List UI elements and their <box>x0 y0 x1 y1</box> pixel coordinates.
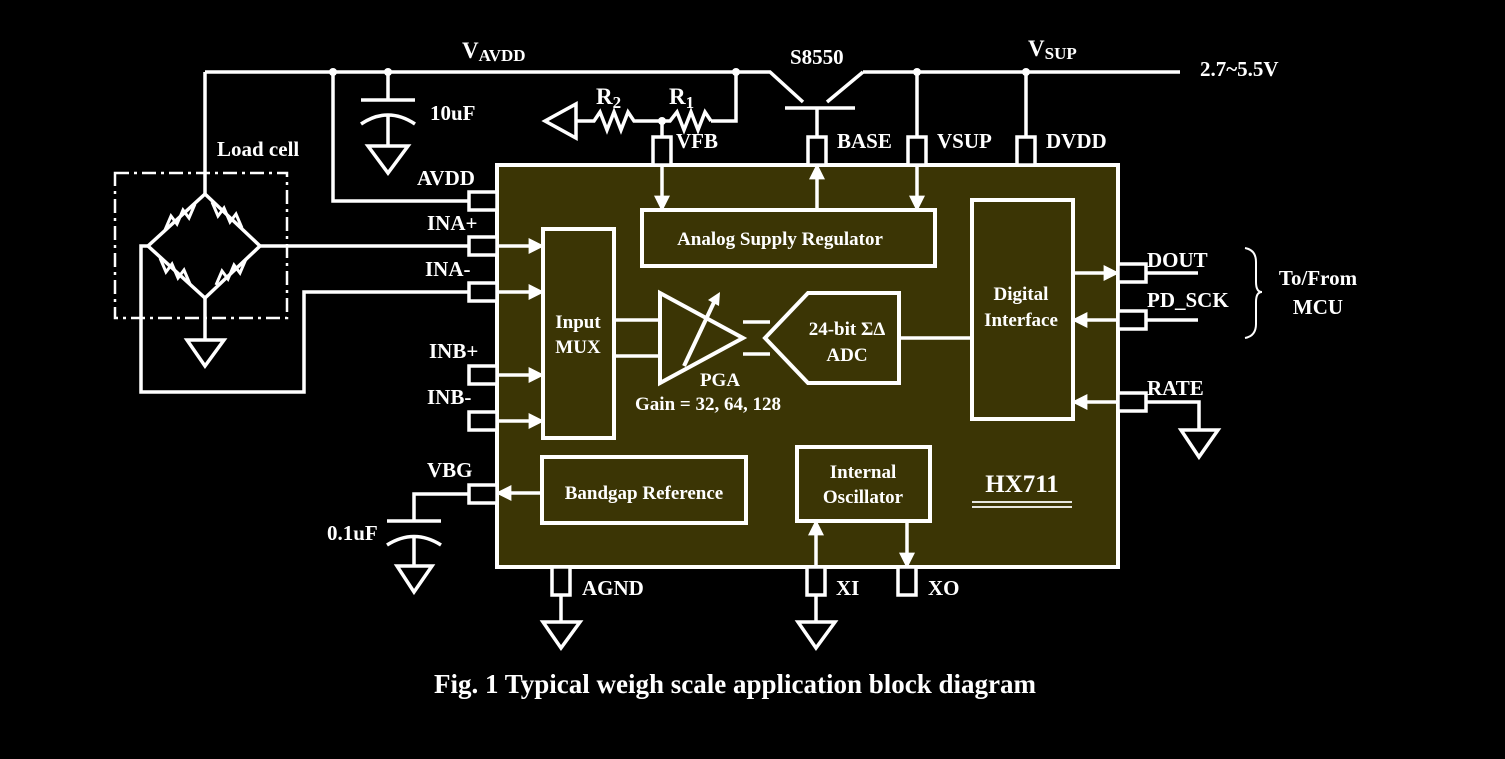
transistor-body <box>785 70 865 137</box>
r1-label: R1 <box>669 84 694 112</box>
pin-dvdd <box>1015 135 1037 167</box>
pin-base <box>806 135 828 167</box>
regulator-label: Analog Supply Regulator <box>677 229 883 250</box>
chip-name: HX711 <box>985 471 1059 498</box>
pga-variable-arrow <box>682 297 718 367</box>
pin-pd-sck-label: PD_SCK <box>1147 288 1229 312</box>
pin-vfb-label: VFB <box>676 129 718 153</box>
vavdd-to-transistor <box>736 70 805 104</box>
pin-vbg-label: VBG <box>427 458 473 482</box>
pin-inb-plus-label: INB+ <box>429 339 478 363</box>
r2-label: R2 <box>596 84 621 112</box>
pin-vsup <box>906 135 928 167</box>
bandgap-block <box>540 455 748 525</box>
pin-avdd-label: AVDD <box>417 166 475 190</box>
pin-xo <box>896 565 918 597</box>
signal-wires <box>495 163 1120 569</box>
pin-base-label: BASE <box>837 129 892 153</box>
pin-dout <box>1116 262 1148 284</box>
r1-resistor <box>662 107 713 135</box>
digital-block <box>970 198 1075 421</box>
oscillator-label-line2: Oscillator <box>823 487 904 508</box>
junctions <box>329 68 1030 125</box>
pin-vbg <box>467 483 499 505</box>
pin-ina-minus <box>467 281 499 303</box>
ground-icon <box>364 144 412 176</box>
adc-label-line2: ADC <box>826 345 867 366</box>
pin-pd-sck <box>1116 309 1148 331</box>
cap-vbg-label: 0.1uF <box>327 521 378 545</box>
wiring <box>139 70 1180 566</box>
mcu-brace <box>1244 247 1263 339</box>
regulator-block <box>640 208 937 268</box>
pin-vfb <box>651 135 673 167</box>
loadcell-out-minus <box>139 244 469 394</box>
supply-range-label: 2.7~5.5V <box>1200 57 1279 81</box>
mux-block <box>541 227 616 440</box>
figure-caption: Fig. 1 Typical weigh scale application b… <box>434 669 1037 699</box>
pga-gain-label: Gain = 32, 64, 128 <box>635 394 781 415</box>
pin-ina-minus-label: INA- <box>425 257 471 281</box>
chip-name-underline <box>972 501 1072 508</box>
pga-label: PGA <box>700 370 740 391</box>
r2-resistor <box>576 107 662 135</box>
pin-agnd-label: AGND <box>582 576 644 600</box>
mux-label-line1: Input <box>555 312 601 333</box>
pga-arrow-head <box>708 292 720 306</box>
hx711-chip-body <box>495 163 1120 569</box>
blocks <box>540 198 1075 525</box>
pin-vsup-label: VSUP <box>937 129 992 153</box>
digital-label-line1: Digital <box>994 284 1049 305</box>
vavdd-rail <box>205 70 738 123</box>
mcu-label-line2: MCU <box>1293 295 1343 319</box>
transistor-label: S8550 <box>790 45 844 69</box>
pin-rate-label: RATE <box>1147 376 1204 400</box>
pin-dout-label: DOUT <box>1147 248 1208 272</box>
loadcell-box <box>113 171 289 320</box>
pin-inb-minus <box>467 410 499 432</box>
pin-dvdd-label: DVDD <box>1046 129 1107 153</box>
cap-10uf-label: 10uF <box>430 101 476 125</box>
mux-label-line2: MUX <box>555 337 601 358</box>
avdd-wire <box>331 72 469 203</box>
pin-ina-plus-label: INA+ <box>427 211 477 235</box>
pin-xo-label: XO <box>928 576 960 600</box>
pin-inb-minus-label: INB- <box>427 385 471 409</box>
pin-avdd <box>467 190 499 212</box>
pin-xi-label: XI <box>836 576 859 600</box>
pga-triangle <box>658 289 748 387</box>
vbg-wire <box>386 492 469 566</box>
bridge-resistors <box>158 201 248 286</box>
adc-label-line1: 24-bit ΣΔ <box>809 319 886 340</box>
pin-inb-plus <box>467 364 499 386</box>
pin-agnd <box>550 565 572 597</box>
cap-10uf <box>360 72 416 146</box>
pin-rate <box>1116 391 1148 413</box>
external-wires <box>559 72 1201 622</box>
loadcell-label: Load cell <box>217 137 299 161</box>
ground-icon <box>183 338 228 370</box>
mcu-label-line1: To/From <box>1279 266 1358 290</box>
pin-ina-plus <box>467 235 499 257</box>
vsup-rail-label: VSUP <box>1028 36 1077 63</box>
vavdd-label: VAVDD <box>462 38 526 65</box>
oscillator-block <box>795 445 932 523</box>
ground-icon <box>393 564 436 596</box>
bandgap-label: Bandgap Reference <box>565 483 724 504</box>
pin-xi <box>805 565 827 597</box>
vfb-sink-icon <box>541 101 578 141</box>
digital-label-line2: Interface <box>984 310 1058 331</box>
oscillator-label-line1: Internal <box>830 462 897 483</box>
pins <box>467 135 1148 597</box>
